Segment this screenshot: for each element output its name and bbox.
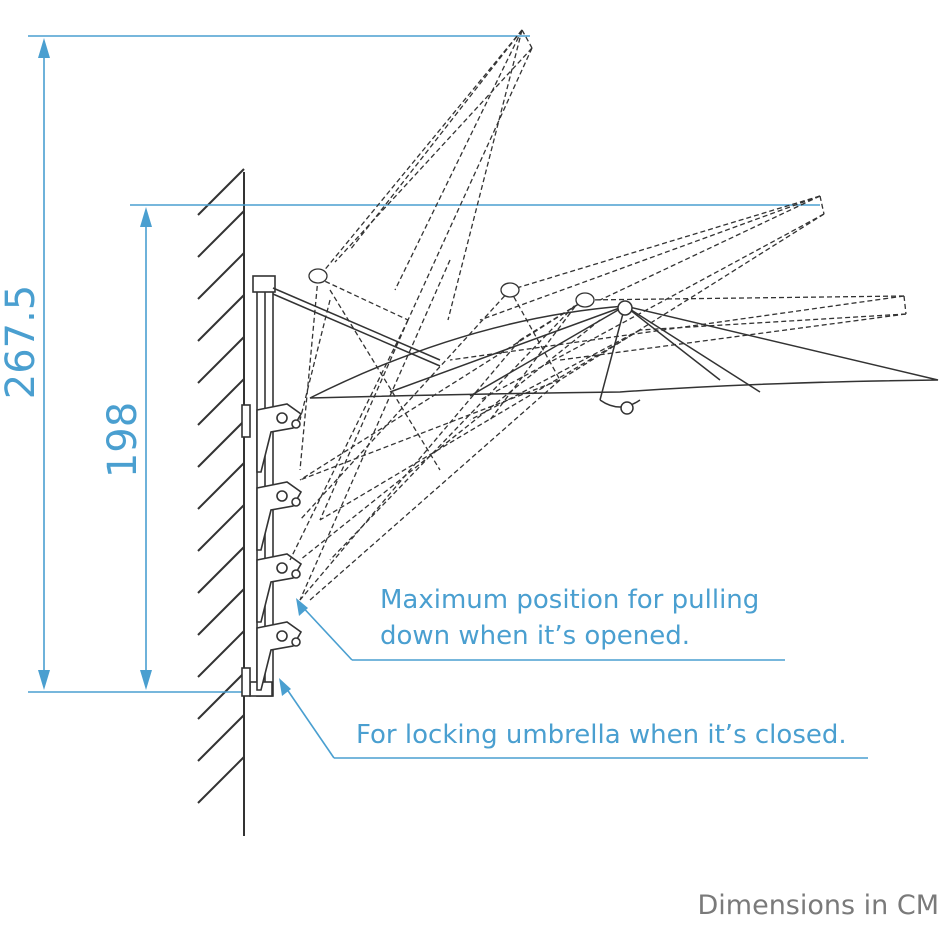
hinge-pin bbox=[291, 569, 301, 579]
dashed-strut bbox=[447, 29, 523, 321]
total-height-label: 267.5 bbox=[0, 285, 44, 400]
hatch-line bbox=[197, 504, 245, 552]
dashed-strut bbox=[299, 339, 521, 601]
max-pull-leader bbox=[297, 601, 353, 661]
dimension-lines bbox=[28, 35, 868, 759]
hatch-line bbox=[197, 714, 245, 762]
hinge-pin bbox=[291, 419, 301, 429]
max-pull-note-line1: Maximum position for pulling bbox=[380, 585, 760, 615]
dashed-strut bbox=[299, 299, 586, 481]
dashed-strut bbox=[334, 47, 533, 263]
canopy-hub bbox=[575, 292, 595, 308]
dashed-strut bbox=[469, 329, 641, 421]
dashed-strut bbox=[289, 319, 409, 561]
hatch-line bbox=[197, 294, 245, 342]
dashed-strut bbox=[449, 295, 905, 361]
dashed-strut bbox=[317, 277, 409, 321]
dashed-strut bbox=[479, 195, 821, 321]
dashed-strut bbox=[903, 295, 907, 315]
hatch-line bbox=[197, 252, 245, 300]
wall-bracket-upper bbox=[241, 404, 251, 438]
hatch-line bbox=[197, 588, 245, 636]
dashed-strut bbox=[329, 299, 581, 561]
lock-note: For locking umbrella when it’s closed. bbox=[356, 720, 847, 750]
dimensions-unit-note: Dimensions in CM bbox=[697, 890, 939, 921]
dashed-strut bbox=[299, 289, 511, 521]
dashed-strut bbox=[521, 29, 533, 49]
max-pull-note: Maximum position for pulling down when i… bbox=[380, 582, 759, 654]
hinge-pin bbox=[276, 412, 288, 424]
dashed-strut bbox=[489, 299, 581, 421]
dashed-strut bbox=[509, 289, 561, 381]
dashed-strut bbox=[299, 319, 601, 561]
hinge-pin bbox=[276, 562, 288, 574]
dashed-strut bbox=[309, 379, 561, 601]
wall-bracket-lower bbox=[241, 667, 251, 697]
dashed-strut bbox=[407, 47, 533, 321]
dashed-strut bbox=[319, 319, 409, 521]
canopy-hub bbox=[500, 282, 520, 298]
lock-leader bbox=[281, 681, 335, 759]
handle-height-label: 198 bbox=[100, 402, 146, 478]
hinge-pin bbox=[291, 497, 301, 507]
hinge-block bbox=[256, 403, 303, 473]
hatch-line bbox=[197, 756, 245, 804]
hinge-pin bbox=[276, 630, 288, 642]
max-pull-note-line2: down when it’s opened. bbox=[380, 621, 691, 651]
dashed-strut bbox=[299, 299, 331, 421]
dashed-strut bbox=[319, 329, 641, 521]
dashed-strut bbox=[299, 259, 451, 601]
dashed-strut bbox=[299, 277, 319, 471]
dashed-strut bbox=[639, 313, 907, 331]
dashed-strut bbox=[349, 29, 523, 251]
dashed-strut bbox=[559, 313, 907, 361]
dashed-strut bbox=[394, 29, 523, 291]
dashed-strut bbox=[329, 289, 441, 471]
dashed-strut bbox=[599, 195, 821, 301]
dashed-strut bbox=[317, 29, 523, 279]
hinge-block bbox=[256, 621, 303, 691]
hinge-block bbox=[256, 481, 303, 551]
hatch-line bbox=[197, 420, 245, 468]
hinge-pin bbox=[276, 490, 288, 502]
hatch-line bbox=[197, 210, 245, 258]
dashed-strut bbox=[299, 379, 561, 481]
hatch-line bbox=[197, 378, 245, 426]
hatch-line bbox=[197, 336, 245, 384]
canopy-hub bbox=[308, 268, 328, 284]
hatch-line bbox=[197, 168, 245, 216]
hatch-line bbox=[197, 672, 245, 720]
dashed-strut bbox=[479, 213, 825, 401]
hatch-line bbox=[197, 630, 245, 678]
alternate-positions bbox=[289, 29, 907, 601]
dashed-strut bbox=[559, 213, 825, 381]
dashed-strut bbox=[584, 295, 905, 301]
hinge-blocks bbox=[256, 403, 303, 691]
dashed-strut bbox=[819, 195, 825, 215]
hinge-block bbox=[256, 553, 303, 623]
support-arm bbox=[272, 287, 441, 361]
hatch-line bbox=[197, 546, 245, 594]
wall bbox=[197, 168, 245, 836]
hatch-line bbox=[197, 462, 245, 510]
dashed-strut bbox=[509, 195, 821, 291]
hinge-pin bbox=[291, 637, 301, 647]
wall-hatching bbox=[197, 168, 245, 804]
pole-assembly bbox=[241, 275, 303, 697]
